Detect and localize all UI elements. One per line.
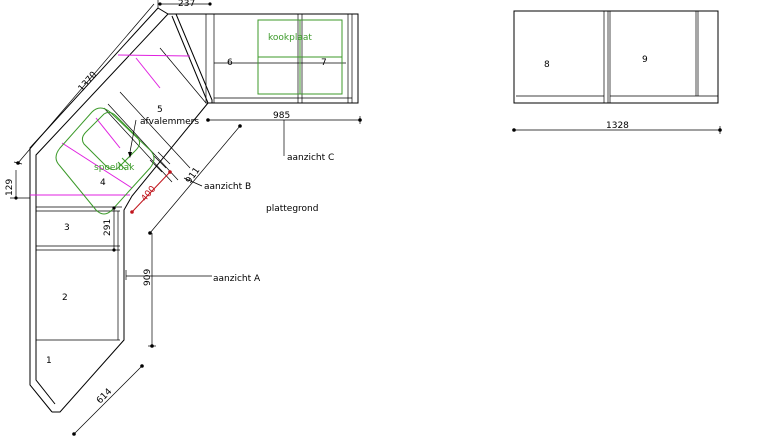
appliance-labels: kookplaat spoelbak afvalemmers	[94, 33, 312, 173]
dim-cab3-height: 291	[103, 219, 113, 236]
view-labels: aanzicht A aanzicht B aanzicht C platteg…	[204, 153, 334, 284]
cabinet-label-3: 3	[64, 223, 70, 233]
cabinet-labels: 1 2 3 4 5 6 7 8 9	[46, 55, 648, 366]
cabinet-label-1: 1	[46, 356, 52, 366]
dim-diag-inner: 911	[184, 166, 202, 186]
plan-outline	[29, 7, 359, 413]
cabinet-label-7: 7	[321, 58, 327, 68]
dim-side-depth: 129	[5, 179, 15, 196]
dimension-lines	[10, 0, 722, 436]
cabinet-label-5: 5	[157, 105, 163, 115]
hob-outline	[257, 19, 343, 95]
view-label-a: aanzicht A	[213, 274, 261, 284]
dim-right-width: 985	[273, 111, 290, 121]
plan-label: plattegrond	[266, 204, 318, 214]
cabinet-label-8: 8	[544, 60, 550, 70]
elevation-view	[513, 10, 719, 104]
view-label-c: aanzicht C	[287, 153, 334, 163]
cabinet-label-9: 9	[642, 55, 648, 65]
waste-label: afvalemmers	[140, 117, 199, 127]
view-leaders	[125, 119, 285, 280]
dim-elevation-width: 1328	[606, 121, 629, 131]
cabinet-label-6: 6	[227, 58, 233, 68]
cabinet-label-4: 4	[100, 178, 106, 188]
sink-outline	[55, 107, 155, 215]
dim-left-length: 909	[143, 269, 153, 286]
sink-label: spoelbak	[94, 163, 135, 173]
guide-lines	[30, 54, 191, 196]
cabinet-label-2: 2	[62, 293, 68, 303]
cabinets-left	[36, 206, 122, 341]
view-label-b: aanzicht B	[204, 182, 251, 192]
cabinets-diagonal	[103, 47, 207, 183]
hob-label: kookplaat	[268, 33, 312, 43]
dim-bottom-width: 614	[95, 387, 114, 406]
dim-top-width: 237	[178, 0, 195, 9]
cabinets-right	[205, 13, 353, 104]
